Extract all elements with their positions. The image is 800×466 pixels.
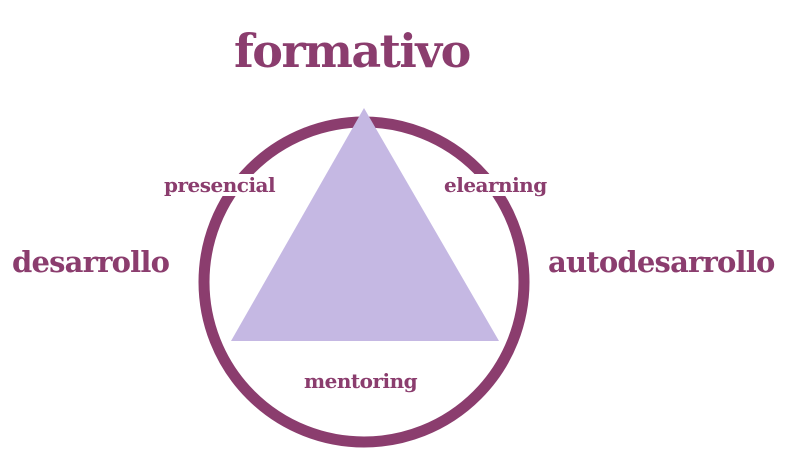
label-presencial: presencial [160,174,280,196]
inner-triangle [231,108,499,341]
label-mentoring: mentoring [300,370,422,392]
label-autodesarrollo: autodesarrollo [548,245,775,279]
label-formativo: formativo [234,24,471,78]
label-desarrollo: desarrollo [12,245,170,279]
label-elearning: elearning [440,174,551,196]
